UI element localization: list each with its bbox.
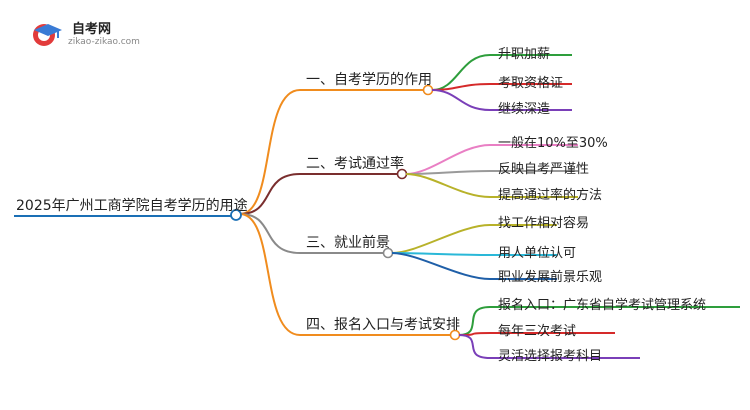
leaf-topic-1-2[interactable]: 考取资格证 (498, 76, 564, 91)
branch-topic-2[interactable]: 二、考试通过率 (306, 156, 404, 172)
leaf-connector-1-2 (431, 83, 491, 91)
branch-connector-1 (239, 89, 301, 215)
leaf-topic-3-3[interactable]: 职业发展前景乐观 (498, 270, 603, 285)
leaf-connector-1-3 (431, 89, 491, 111)
leaf-topic-4-2[interactable]: 每年三次考试 (498, 324, 577, 339)
root-topic[interactable]: 2025年广州工商学院自考学历的用途 (16, 198, 248, 214)
brand-url: zikao-zikao.com (68, 37, 140, 47)
leaf-topic-1-3[interactable]: 继续深造 (498, 102, 551, 117)
leaf-topic-2-3[interactable]: 提高通过率的方法 (498, 188, 603, 203)
brand-name: 自考网 (72, 22, 112, 37)
leaf-connector-4-1 (458, 306, 491, 336)
leaf-connector-3-1 (391, 224, 491, 254)
branch-topic-3[interactable]: 三、就业前景 (306, 235, 390, 251)
branch-connector-3 (239, 213, 301, 254)
leaf-topic-4-1[interactable]: 报名入口：广东省自学考试管理系统 (498, 298, 707, 313)
leaf-connector-2-3 (405, 173, 491, 198)
branch-connector-4 (239, 213, 301, 336)
leaf-connector-2-1 (405, 144, 491, 175)
leaf-topic-3-2[interactable]: 用人单位认可 (498, 246, 577, 261)
graduation-cap-logo-icon (33, 24, 62, 46)
branch-connector-2 (239, 173, 301, 215)
branch-topic-4[interactable]: 四、报名入口与考试安排 (306, 317, 460, 333)
branch-topic-1[interactable]: 一、自考学历的作用 (306, 72, 432, 88)
leaf-connector-4-3 (458, 334, 491, 359)
leaf-topic-4-3[interactable]: 灵活选择报考科目 (498, 349, 603, 364)
leaf-connector-3-3 (391, 252, 491, 280)
leaf-topic-2-2[interactable]: 反映自考严谨性 (498, 162, 590, 177)
leaf-topic-1-1[interactable]: 升职加薪 (498, 47, 551, 62)
leaf-topic-2-1[interactable]: 一般在10%至30% (498, 136, 608, 151)
leaf-topic-3-1[interactable]: 找工作相对容易 (498, 216, 590, 231)
root-node (230, 209, 242, 221)
